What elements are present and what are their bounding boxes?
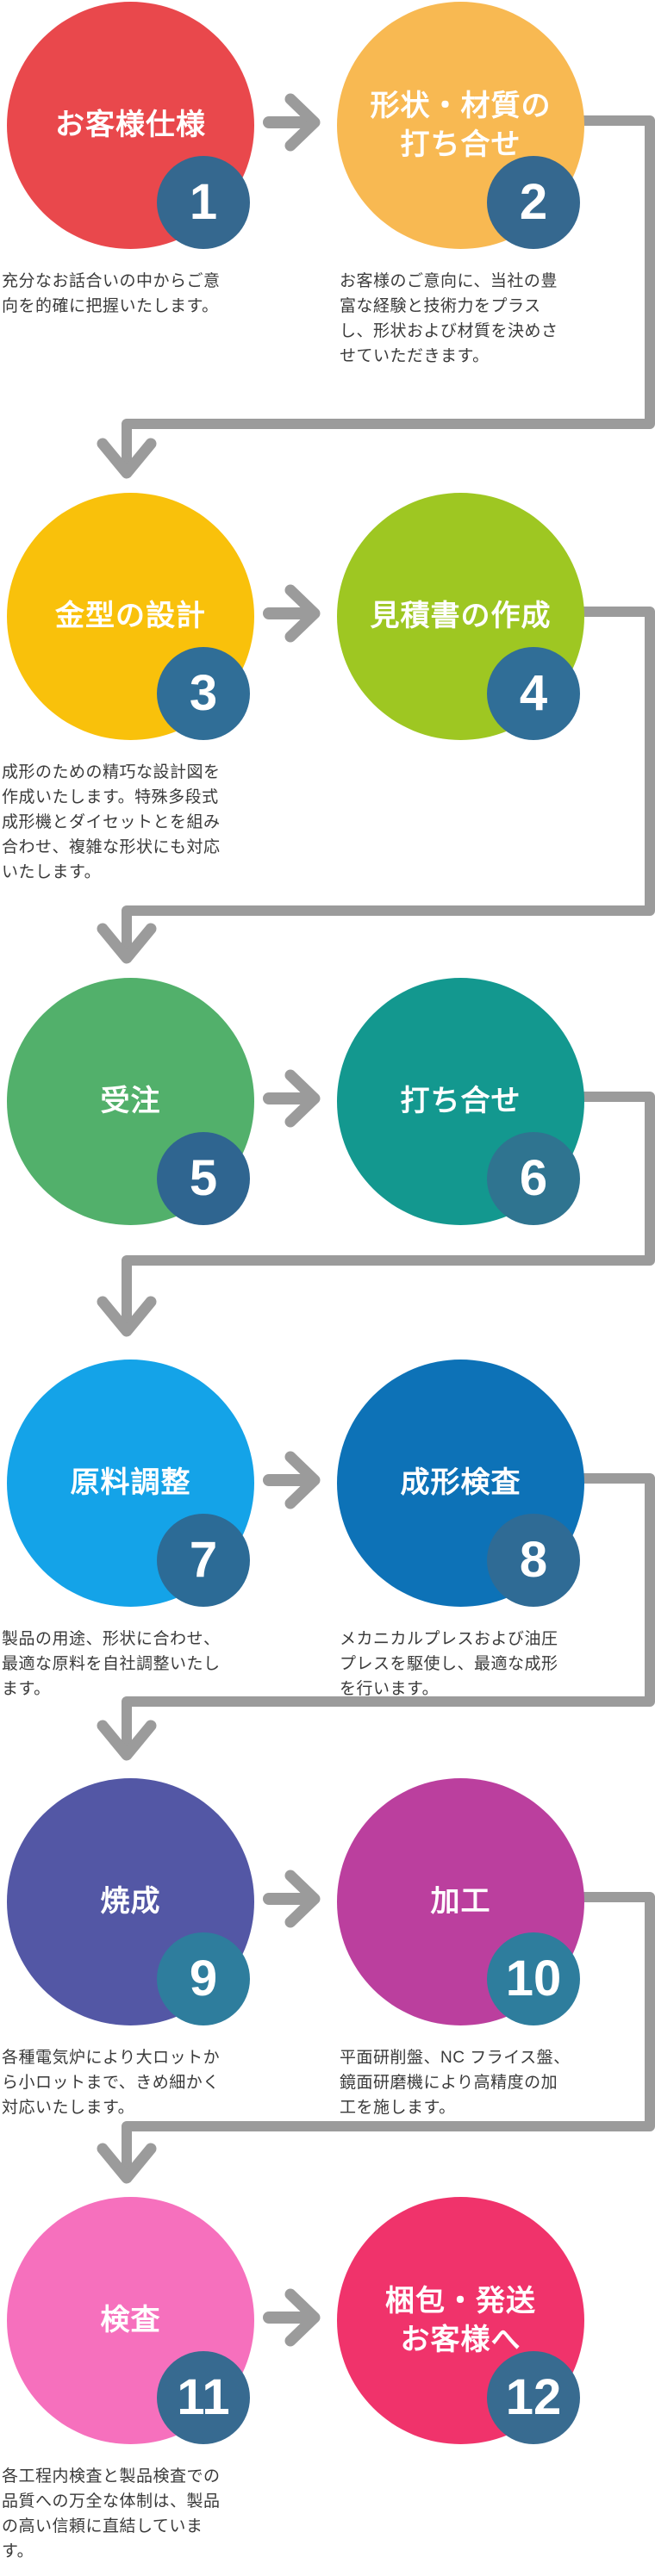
wrap-connector-step10-to-step11 (122, 1892, 655, 2176)
step-number-badge-6: 6 (487, 1132, 580, 1225)
step-description-11: 各工程内検査と製品検査での 品質への万全な体制は、製品 の高い信頼に直結していま… (2, 2467, 221, 2560)
step-label-12: 梱包・発送 お客様へ (385, 2284, 536, 2356)
step-label-8: 成形検査 (400, 1466, 521, 1500)
step-label-10: 加工 (430, 1885, 491, 1919)
wrap-connector-step8-to-step9 (122, 1473, 655, 1753)
step-label-2: 形状・材質の 打ち合せ (370, 89, 552, 161)
arrow-step9-to-step10-icon (284, 1870, 321, 1928)
step-number-badge-2: 2 (487, 156, 580, 249)
arrow-step5-to-step6-icon (284, 1069, 321, 1128)
step-number-3: 3 (189, 665, 218, 721)
step-description-3: 成形のための精巧な設計図を 作成いたします。特殊多段式 成形機とダイセットとを組… (2, 763, 221, 881)
step-number-4: 4 (519, 665, 548, 721)
step-description-9: 各種電気炉により大ロットか ら小ロットまで、きめ細かく 対応いたします。 (2, 2049, 221, 2117)
wrap-connector-step2-to-step3-arrowhead-icon (97, 438, 157, 479)
step-number-9: 9 (189, 1951, 218, 2007)
step-description-8: メカニカルプレスおよび油圧 プレスを駆使し、最適な成形 を行います。 (340, 1630, 558, 1698)
wrap-connector-step6-to-step7 (122, 1092, 655, 1329)
wrap-connector-step4-to-step5 (122, 607, 655, 956)
arrow-step3-to-step4-icon (284, 584, 321, 643)
step-number-badge-11: 11 (157, 2351, 250, 2444)
arrow-step7-to-step8-icon (284, 1451, 321, 1509)
step-label-3: 金型の設計 (55, 600, 206, 633)
step-number-badge-3: 3 (157, 647, 250, 740)
step-label-4: 見積書の作成 (370, 600, 552, 633)
step-label-1: お客様仕様 (55, 109, 206, 142)
wrap-connector-step6-to-step7-arrowhead-icon (97, 1296, 157, 1337)
step-label-5: 受注 (100, 1085, 161, 1118)
step-number-2: 2 (519, 174, 548, 230)
step-number-10: 10 (505, 1951, 562, 2007)
step-number-6: 6 (519, 1150, 548, 1206)
step-number-12: 12 (505, 2369, 562, 2425)
step-number-badge-7: 7 (157, 1514, 250, 1607)
step-number-badge-1: 1 (157, 156, 250, 249)
step-label-7: 原料調整 (70, 1466, 191, 1500)
step-number-badge-4: 4 (487, 647, 580, 740)
wrap-connector-step4-to-step5-arrowhead-icon (97, 923, 157, 964)
step-number-8: 8 (519, 1532, 548, 1588)
wrap-connector-step10-to-step11-arrowhead-icon (97, 2143, 157, 2184)
step-label-6: 打ち合せ (400, 1085, 521, 1118)
step-number-1: 1 (189, 174, 218, 230)
step-label-9: 焼成 (100, 1885, 161, 1919)
wrap-connector-step8-to-step9-arrowhead-icon (97, 1720, 157, 1761)
step-number-7: 7 (189, 1532, 218, 1588)
step-number-badge-8: 8 (487, 1514, 580, 1607)
step-number-badge-5: 5 (157, 1132, 250, 1225)
arrow-step11-to-step12-icon (284, 2288, 321, 2347)
step-number-badge-9: 9 (157, 1932, 250, 2025)
step-label-11: 検査 (100, 2304, 161, 2337)
step-description-2: お客様のご意向に、当社の豊 富な経験と技術力をプラス し、形状および材質を決めさ… (340, 272, 558, 365)
step-description-7: 製品の用途、形状に合わせ、 最適な原料を自社調整いたし ます。 (2, 1630, 221, 1698)
arrow-step1-to-step2-icon (284, 93, 321, 152)
step-description-1: 充分なお話合いの中からご意 向を的確に把握いたします。 (2, 272, 221, 315)
step-number-badge-10: 10 (487, 1932, 580, 2025)
wrap-connector-step2-to-step3 (122, 115, 655, 471)
step-number-5: 5 (189, 1150, 218, 1206)
step-description-10: 平面研削盤、NC フライス盤、 鏡面研磨機により高精度の加 工を施します。 (340, 2049, 571, 2117)
step-number-badge-12: 12 (487, 2351, 580, 2444)
step-number-11: 11 (177, 2369, 230, 2425)
